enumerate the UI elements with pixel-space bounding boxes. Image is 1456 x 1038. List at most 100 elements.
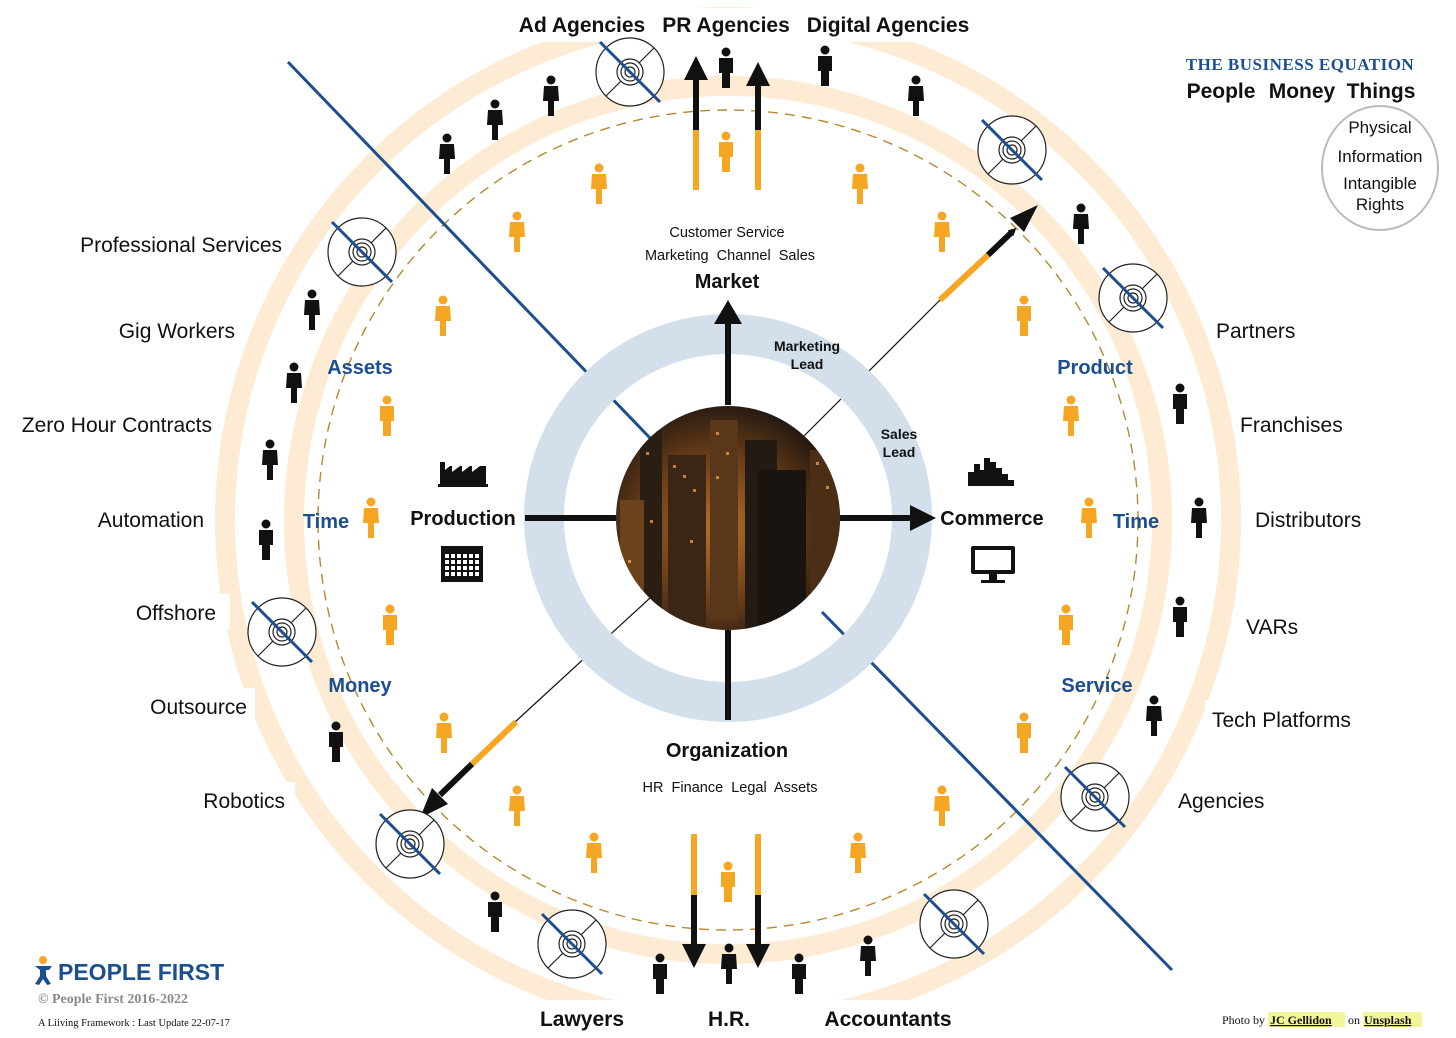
- person-icon: [852, 163, 868, 204]
- person-icon: [792, 953, 806, 994]
- market-line2: Marketing Channel Sales: [645, 248, 815, 264]
- target-icon: [374, 808, 446, 880]
- person-icon: [435, 295, 451, 336]
- person-icon: [908, 75, 924, 116]
- label-pr-agencies: PR Agencies: [662, 14, 790, 37]
- label-time-right: Time: [1113, 511, 1159, 533]
- label-zero-hour-contracts: Zero Hour Contracts: [22, 414, 212, 437]
- things-information: Information: [1337, 147, 1422, 166]
- person-icon: [543, 75, 559, 116]
- resource-labels: Assets Time Money Product Time Service: [303, 357, 1159, 697]
- person-icon: [439, 133, 455, 174]
- label-tech-platforms: Tech Platforms: [1212, 709, 1351, 732]
- organization-line1: HR Finance Legal Assets: [643, 780, 818, 796]
- person-icon: [1059, 604, 1073, 645]
- target-icon: [1059, 761, 1131, 833]
- top-arrows: [684, 56, 770, 190]
- person-icon: [436, 712, 452, 753]
- person-icon: [262, 439, 278, 480]
- market-line1: Customer Service: [669, 225, 784, 241]
- label-agencies: Agencies: [1178, 790, 1264, 813]
- person-icon: [719, 131, 733, 172]
- production-title: Production: [410, 508, 516, 530]
- person-icon: [487, 99, 503, 140]
- label-partners: Partners: [1216, 320, 1295, 343]
- photo-credit: Photo by JC Gellidon on Unsplash: [1222, 1012, 1422, 1027]
- person-icon: [286, 362, 302, 403]
- label-vars: VARs: [1246, 616, 1298, 639]
- city-photo: [616, 406, 840, 630]
- label-hr: H.R.: [708, 1008, 750, 1031]
- target-icon: [594, 36, 666, 108]
- person-icon: [586, 832, 602, 873]
- people-first-logo-icon: [35, 956, 52, 985]
- label-assets: Assets: [327, 357, 393, 379]
- target-icon: [326, 216, 398, 288]
- person-icon: [934, 211, 950, 252]
- label-digital-agencies: Digital Agencies: [807, 14, 970, 37]
- hub-arms: [525, 322, 912, 720]
- bottom-labels: Lawyers H.R. Accountants: [540, 1008, 952, 1031]
- label-ad-agencies: Ad Agencies: [519, 14, 645, 37]
- label-gig-workers: Gig Workers: [119, 320, 235, 343]
- credit-author-link[interactable]: JC Gellidon: [1270, 1013, 1332, 1027]
- target-icon: [976, 114, 1048, 186]
- person-icon: [383, 604, 397, 645]
- credit-site-link[interactable]: Unsplash: [1364, 1013, 1412, 1027]
- label-outsource: Outsource: [150, 696, 247, 719]
- person-icon: [934, 785, 950, 826]
- label-time-left: Time: [303, 511, 349, 533]
- person-icon: [1146, 695, 1162, 736]
- brand-footer: A Liiving Framework : Last Update 22-07-…: [38, 1018, 230, 1029]
- person-icon: [1191, 497, 1207, 538]
- monitor-icon: [971, 546, 1015, 583]
- city-skyline-icon: [968, 458, 1014, 486]
- person-icon: [1173, 596, 1187, 637]
- target-icon: [246, 596, 318, 668]
- brand-copyright: © People First 2016-2022: [38, 992, 188, 1007]
- person-icon: [1017, 712, 1031, 753]
- label-offshore: Offshore: [136, 602, 216, 625]
- person-icon: [818, 45, 832, 86]
- marketing-lead-line1: Marketing: [774, 338, 840, 354]
- label-service: Service: [1061, 675, 1132, 697]
- person-icon: [380, 395, 394, 436]
- target-icon: [536, 908, 608, 980]
- business-equation-legend: THE BUSINESS EQUATION People Money Thing…: [1186, 55, 1423, 214]
- top-labels: Ad Agencies PR Agencies Digital Agencies: [519, 14, 970, 37]
- sales-lead-line1: Sales: [881, 426, 918, 442]
- person-icon: [850, 832, 866, 873]
- label-automation: Automation: [98, 509, 204, 532]
- marketing-lead-line2: Lead: [791, 356, 824, 372]
- right-labels: Partners Franchises Distributors VARs Te…: [1178, 320, 1361, 813]
- person-icon: [1063, 395, 1079, 436]
- things-rights: Rights: [1356, 195, 1404, 214]
- label-product: Product: [1057, 357, 1133, 379]
- credit-on: on: [1348, 1013, 1360, 1027]
- hub-labels: Customer Service Marketing Channel Sales…: [410, 225, 1043, 796]
- person-icon: [591, 163, 607, 204]
- person-icon: [1073, 203, 1089, 244]
- person-icon: [509, 785, 525, 826]
- brand-name: PEOPLE FIRST: [58, 959, 224, 985]
- person-icon: [304, 289, 320, 330]
- market-title: Market: [695, 271, 760, 293]
- person-icon: [721, 861, 735, 902]
- person-icon: [509, 211, 525, 252]
- person-icon: [1017, 295, 1031, 336]
- equation-money: Money: [1269, 80, 1336, 103]
- person-icon: [1173, 383, 1187, 424]
- label-backdrops: [86, 8, 1365, 1036]
- person-icon: [259, 519, 273, 560]
- diagonal-arrows: [420, 205, 1038, 818]
- market-arrowhead: [714, 300, 742, 324]
- label-professional-services: Professional Services: [80, 234, 282, 257]
- person-icon: [653, 953, 667, 994]
- things-physical: Physical: [1348, 118, 1411, 137]
- factory-icon: [438, 462, 488, 487]
- commerce-title: Commerce: [940, 508, 1043, 530]
- equation-things: Things: [1347, 80, 1416, 103]
- commerce-arrowhead: [910, 505, 936, 531]
- label-franchises: Franchises: [1240, 414, 1343, 437]
